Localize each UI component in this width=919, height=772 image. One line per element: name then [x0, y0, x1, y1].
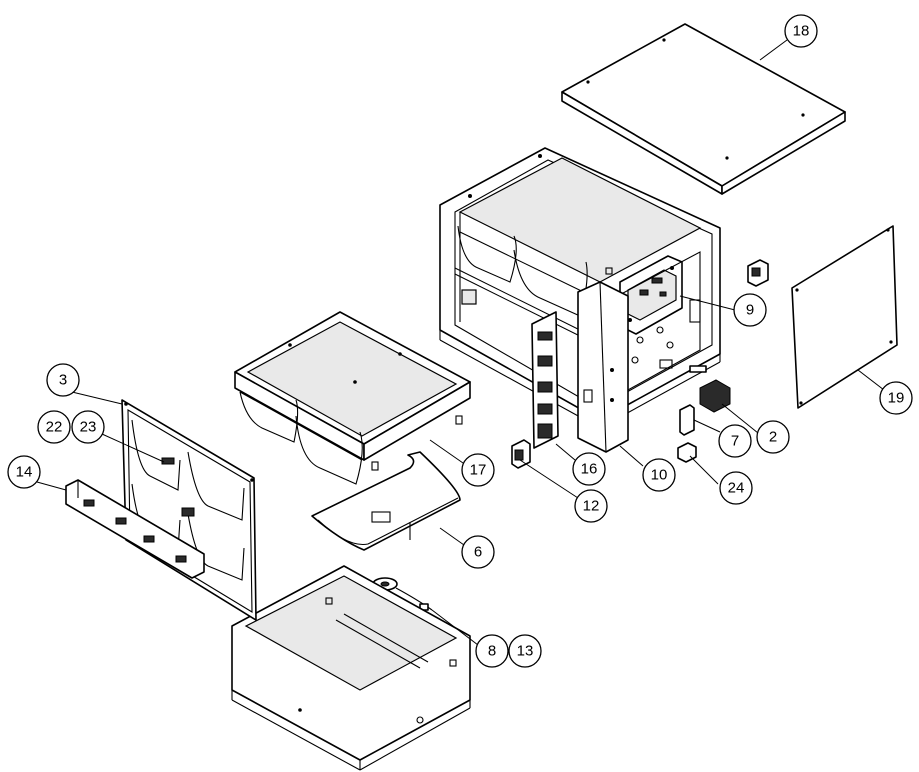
part-tray-assembly: [234, 311, 471, 485]
svg-text:14: 14: [16, 464, 33, 481]
callout-22: 22: [37, 410, 71, 444]
callout-24: 24: [719, 471, 753, 505]
svg-text:18: 18: [793, 23, 810, 40]
part-top-cover: [561, 23, 846, 195]
svg-text:17: 17: [470, 462, 487, 479]
part-handle-bar: [65, 479, 205, 579]
part-base-box: [231, 565, 471, 771]
svg-text:12: 12: [583, 498, 600, 515]
part-drip-pan: [311, 451, 461, 551]
callout-9: 9: [733, 293, 767, 327]
svg-text:9: 9: [746, 302, 754, 319]
svg-text:2: 2: [769, 429, 777, 446]
part-small-components: [677, 259, 769, 463]
svg-text:13: 13: [517, 643, 534, 660]
callout-19: 19: [879, 381, 913, 415]
part-side-panel: [791, 225, 898, 409]
callout-2: 2: [756, 420, 790, 454]
part-control-strip: [531, 311, 559, 449]
callout-12: 12: [574, 489, 608, 523]
part-front-bracket: [577, 281, 629, 453]
callout-17: 17: [461, 453, 495, 487]
callout-18: 18: [784, 14, 818, 48]
callout-13: 13: [508, 634, 542, 668]
part-door-frame: [121, 399, 257, 621]
callout-6: 6: [461, 535, 495, 569]
callout-14: 14: [7, 455, 41, 489]
svg-text:6: 6: [474, 544, 482, 561]
part-control-board: [619, 255, 683, 335]
part-switch: [511, 439, 531, 469]
svg-text:16: 16: [581, 461, 598, 478]
svg-text:7: 7: [731, 433, 739, 450]
leader-lines: [36, 39, 885, 646]
svg-text:24: 24: [728, 480, 745, 497]
callout-8: 8: [475, 634, 509, 668]
svg-text:3: 3: [59, 372, 67, 389]
callout-10: 10: [642, 458, 676, 492]
svg-text:19: 19: [888, 390, 905, 407]
callout-3: 3: [46, 363, 80, 397]
callout-23: 23: [71, 410, 105, 444]
svg-text:23: 23: [80, 419, 97, 436]
svg-text:22: 22: [46, 419, 63, 436]
svg-text:8: 8: [488, 643, 496, 660]
callout-16: 16: [572, 452, 606, 486]
svg-text:10: 10: [651, 467, 668, 484]
callout-7: 7: [718, 424, 752, 458]
